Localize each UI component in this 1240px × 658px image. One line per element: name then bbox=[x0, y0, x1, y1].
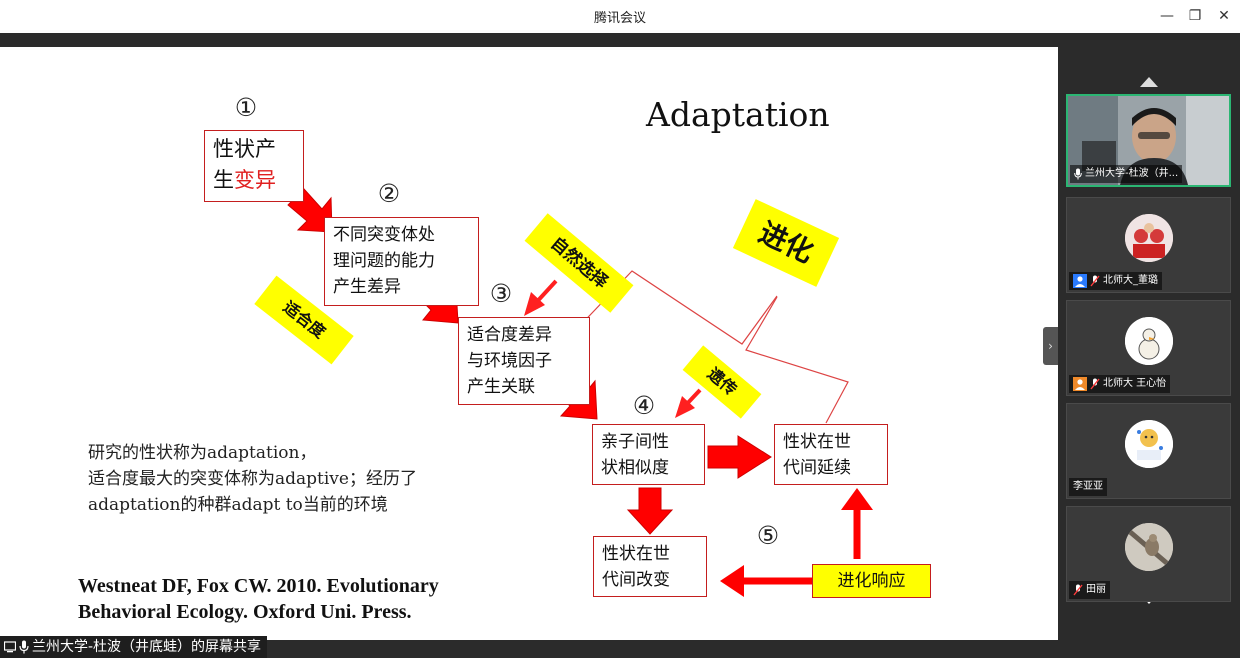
screen-share-icon bbox=[4, 641, 16, 653]
box-trait-persistence-line1: 性状在世 bbox=[783, 432, 851, 452]
box-trait-variation-text: 生 bbox=[213, 168, 234, 192]
avatar-image bbox=[1125, 214, 1173, 262]
microphone-icon bbox=[1074, 168, 1082, 180]
heredity-arrowhead bbox=[675, 396, 695, 418]
participant-tile-1[interactable]: 兰州大学-杜波（井... bbox=[1066, 94, 1231, 187]
box-fitness-environment: 适合度差异 与环境因子 产生关联 bbox=[458, 317, 590, 405]
microphone-icon bbox=[19, 640, 29, 654]
selection-arrowhead bbox=[524, 292, 545, 316]
box-fitness-environment-line3: 产生关联 bbox=[467, 377, 535, 397]
participant-name: 北师大 王心怡 bbox=[1103, 378, 1167, 389]
participant-tile-5[interactable]: 田丽 bbox=[1066, 506, 1231, 602]
step-1-marker: ① bbox=[234, 93, 258, 122]
reference-line-2: Behavioral Ecology. Oxford Uni. Press. bbox=[78, 601, 412, 623]
arrow-4-to-5 bbox=[707, 435, 772, 479]
box-trait-persistence-line2: 代间延续 bbox=[783, 458, 851, 478]
collapse-panel-button[interactable]: › bbox=[1043, 327, 1058, 365]
user-icon bbox=[1073, 274, 1087, 288]
title-bar: 腾讯会议 — ❐ ✕ bbox=[0, 0, 1240, 33]
user-icon bbox=[1073, 377, 1087, 391]
step-4-marker: ④ bbox=[632, 391, 656, 420]
step-3-marker: ③ bbox=[489, 279, 513, 308]
slide-reference: Westneat DF, Fox CW. 2010. Evolutionary … bbox=[78, 573, 439, 625]
box-ability-difference-line3: 产生差异 bbox=[333, 277, 401, 297]
arrow-evo-to-6-head bbox=[720, 565, 744, 597]
box-trait-change-line2: 代间改变 bbox=[602, 570, 670, 590]
participant-name: 李亚亚 bbox=[1073, 481, 1103, 492]
step-2-marker: ② bbox=[377, 179, 401, 208]
restore-button[interactable]: ❐ bbox=[1188, 8, 1202, 24]
avatar-image bbox=[1125, 523, 1173, 571]
participant-name-label: 田丽 bbox=[1069, 581, 1110, 599]
avatar-image bbox=[1125, 420, 1173, 468]
shared-slide: Adaptation ① ② ③ ④ ⑤ 性状产 生变异 不同突变体处 理问题的… bbox=[0, 47, 1058, 640]
participant-avatar bbox=[1125, 523, 1173, 571]
box-trait-variation-line2: 生变异 bbox=[213, 165, 295, 196]
participant-name: 北师大_董璐 bbox=[1103, 275, 1158, 286]
microphone-muted-icon bbox=[1090, 378, 1100, 390]
close-button[interactable]: ✕ bbox=[1218, 8, 1230, 24]
box-parent-offspring-line1: 亲子间性 bbox=[601, 432, 669, 452]
body-line-3: adaptation的种群adapt to当前的环境 bbox=[88, 495, 388, 515]
screen-share-label: 兰州大学-杜波（井底蛙）的屏幕共享 bbox=[0, 636, 268, 658]
participant-name: 兰州大学-杜波（井... bbox=[1085, 168, 1179, 179]
app-title: 腾讯会议 bbox=[593, 11, 646, 26]
box-ability-difference-line2: 理问题的能力 bbox=[333, 251, 435, 271]
box-fitness-environment-line1: 适合度差异 bbox=[467, 325, 552, 345]
minimize-button[interactable]: — bbox=[1160, 8, 1174, 24]
participant-avatar bbox=[1125, 420, 1173, 468]
box-fitness-environment-line2: 与环境因子 bbox=[467, 351, 552, 371]
reference-line-1: Westneat DF, Fox CW. 2010. Evolutionary bbox=[78, 575, 439, 597]
body-line-2: 适合度最大的突变体称为adaptive；经历了 bbox=[88, 469, 417, 489]
box-ability-difference: 不同突变体处 理问题的能力 产生差异 bbox=[324, 217, 479, 306]
screen-share-text: 兰州大学-杜波（井底蛙）的屏幕共享 bbox=[32, 639, 262, 655]
participant-avatar bbox=[1125, 317, 1173, 365]
box-parent-offspring-line2: 状相似度 bbox=[601, 458, 669, 478]
box-parent-offspring: 亲子间性 状相似度 bbox=[592, 424, 705, 485]
participant-name-label: 北师大_董璐 bbox=[1069, 272, 1162, 290]
box-trait-variation-highlight: 变异 bbox=[234, 168, 276, 192]
participant-name-label: 北师大 王心怡 bbox=[1069, 375, 1171, 393]
avatar-image bbox=[1125, 317, 1173, 365]
participant-name-label: 李亚亚 bbox=[1069, 478, 1107, 496]
step-5-marker: ⑤ bbox=[756, 521, 780, 550]
evolution-loop-line bbox=[745, 296, 849, 424]
participant-tile-4[interactable]: 李亚亚 bbox=[1066, 403, 1231, 499]
box-trait-change: 性状在世 代间改变 bbox=[593, 536, 707, 597]
participant-tile-3[interactable]: 北师大 王心怡 bbox=[1066, 300, 1231, 396]
box-evolutionary-response: 进化响应 bbox=[812, 564, 931, 598]
participant-name: 田丽 bbox=[1086, 584, 1106, 595]
participant-avatar bbox=[1125, 214, 1173, 262]
slide-body-text: 研究的性状称为adaptation， 适合度最大的突变体称为adaptive；经… bbox=[88, 440, 417, 518]
participant-name-label: 兰州大学-杜波（井... bbox=[1070, 165, 1183, 183]
scroll-up-icon[interactable] bbox=[1140, 77, 1158, 87]
box-trait-persistence: 性状在世 代间延续 bbox=[774, 424, 888, 485]
box-trait-change-line1: 性状在世 bbox=[602, 544, 670, 564]
box-trait-variation-line1: 性状产 bbox=[213, 137, 276, 161]
top-strip bbox=[0, 33, 1058, 47]
arrow-evo-to-5-head bbox=[841, 488, 873, 510]
microphone-muted-icon bbox=[1090, 275, 1100, 287]
participant-tile-2[interactable]: 北师大_董璐 bbox=[1066, 197, 1231, 293]
microphone-muted-icon bbox=[1073, 584, 1083, 596]
box-trait-variation: 性状产 生变异 bbox=[204, 130, 304, 202]
body-line-1: 研究的性状称为adaptation， bbox=[88, 443, 317, 463]
slide-title: Adaptation bbox=[646, 95, 830, 134]
arrow-4-to-6 bbox=[626, 487, 674, 535]
box-ability-difference-line1: 不同突变体处 bbox=[333, 225, 435, 245]
